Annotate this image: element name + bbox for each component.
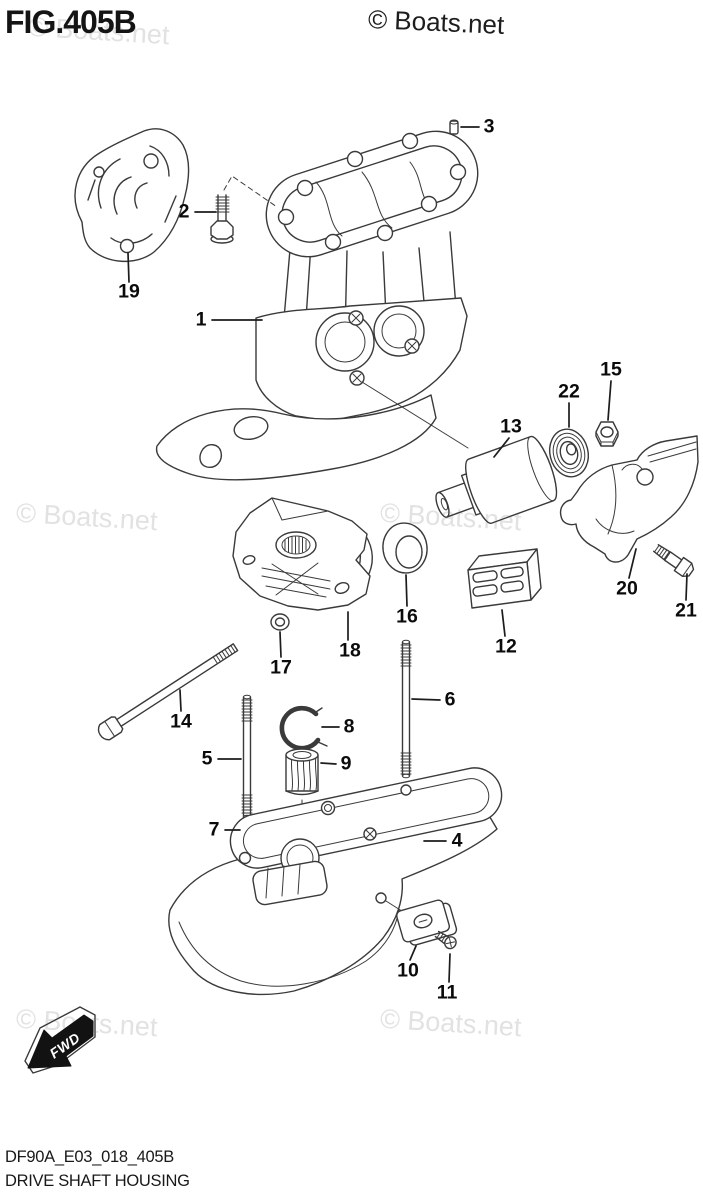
leader-line-12 <box>501 609 506 637</box>
part-callout-3[interactable]: 3 <box>483 115 495 138</box>
part-callout-17[interactable]: 17 <box>270 656 292 679</box>
part-20-cover <box>559 435 699 563</box>
leader-line-13 <box>493 437 510 458</box>
part-1-drive-shaft-housing <box>155 130 479 481</box>
leader-line-9 <box>320 762 337 765</box>
leader-line-19 <box>127 252 130 283</box>
part-callout-12[interactable]: 12 <box>495 635 517 658</box>
part-callout-4[interactable]: 4 <box>451 829 463 852</box>
leader-lines <box>127 126 688 983</box>
part-4-lower-housing <box>168 767 503 996</box>
part-3-pin <box>449 119 459 135</box>
axis-line <box>361 381 469 449</box>
part-callout-22[interactable]: 22 <box>558 380 580 403</box>
part-8-snap-ring <box>279 705 328 751</box>
drawing-code: DF90A_E03_018_405B <box>5 1148 174 1166</box>
part-callout-20[interactable]: 20 <box>616 577 638 600</box>
leader-line-14 <box>179 689 182 712</box>
part-5-stud <box>241 694 253 820</box>
part-callout-9[interactable]: 9 <box>340 752 352 775</box>
part-14-bolt <box>97 643 239 741</box>
leader-line-15 <box>607 380 612 421</box>
part-13-coupling <box>435 435 558 524</box>
part-21-bolt <box>653 544 695 578</box>
part-11-screw <box>434 930 457 950</box>
copyright-text: © Boats.net <box>367 4 505 40</box>
part-19-bracket <box>74 128 190 263</box>
part-callout-1[interactable]: 1 <box>195 308 207 331</box>
part-12-damper <box>467 548 542 609</box>
part-callout-18[interactable]: 18 <box>339 639 361 662</box>
part-callout-7[interactable]: 7 <box>208 818 220 841</box>
leader-line-6 <box>411 698 441 701</box>
part-17-washer <box>270 613 290 631</box>
part-callout-15[interactable]: 15 <box>600 358 622 381</box>
leader-line-20 <box>628 548 637 579</box>
part-6-stud <box>400 639 412 779</box>
part-22-seal <box>548 428 590 478</box>
leader-line-21 <box>685 573 688 601</box>
part-callout-14[interactable]: 14 <box>170 710 192 733</box>
part-callout-21[interactable]: 21 <box>675 599 697 622</box>
part-callout-19[interactable]: 19 <box>118 280 140 303</box>
figure-number: FIG.405B <box>5 4 137 40</box>
part-callout-5[interactable]: 5 <box>201 747 213 770</box>
part-15-nut <box>595 421 619 447</box>
part-callout-10[interactable]: 10 <box>397 959 419 982</box>
drawing-title: DRIVE SHAFT HOUSING <box>5 1172 190 1190</box>
leader-line-16 <box>405 574 408 607</box>
part-callout-13[interactable]: 13 <box>500 415 522 438</box>
fwd-arrow: FWD <box>24 1006 96 1074</box>
leader-line-10 <box>409 945 417 961</box>
leader-line-11 <box>448 953 451 983</box>
part-callout-2[interactable]: 2 <box>178 200 190 223</box>
part-callout-11[interactable]: 11 <box>436 981 458 1004</box>
part-16-ring <box>382 522 428 574</box>
part-callout-6[interactable]: 6 <box>444 688 456 711</box>
part-18-mount <box>232 497 373 611</box>
part-2-bolt <box>210 175 278 244</box>
part-callout-16[interactable]: 16 <box>396 605 418 628</box>
leader-line-17 <box>279 631 282 658</box>
part-callout-8[interactable]: 8 <box>343 715 355 738</box>
